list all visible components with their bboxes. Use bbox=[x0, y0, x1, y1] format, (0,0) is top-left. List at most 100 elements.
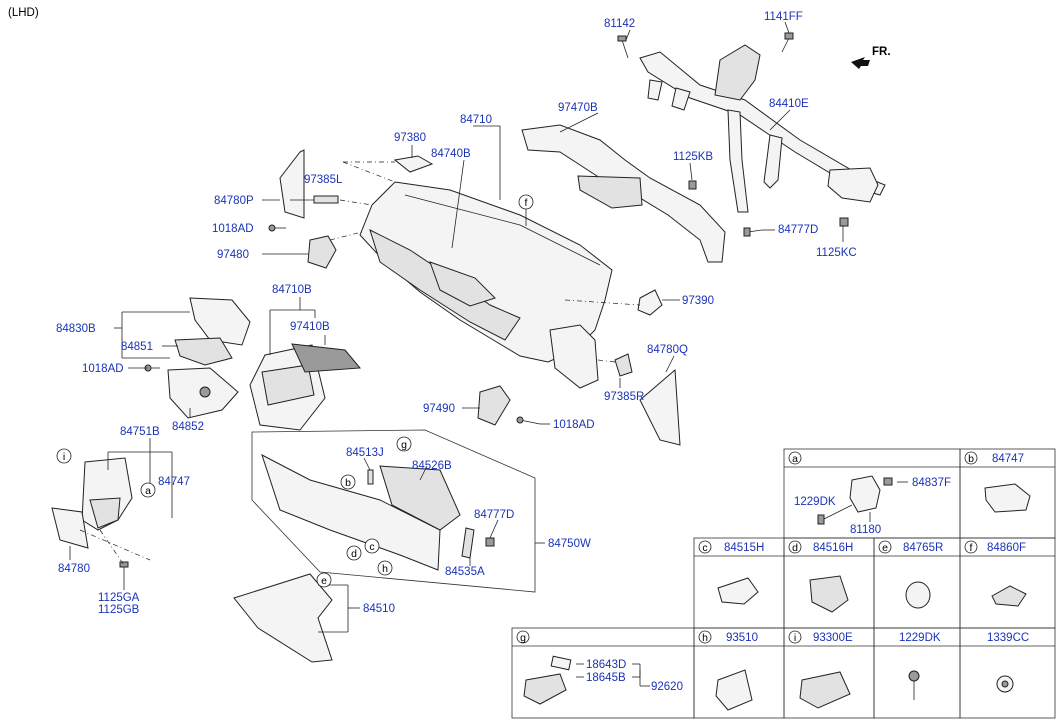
legend-g-header: g bbox=[516, 630, 530, 644]
callout-a: a bbox=[140, 482, 156, 498]
label-84510: 84510 bbox=[363, 603, 395, 615]
legend-j-part bbox=[908, 670, 920, 700]
svg-text:a: a bbox=[792, 453, 798, 465]
svg-text:i: i bbox=[794, 632, 796, 644]
legend-table: a b 84747 c 84515H d 84516H e 84765R f 8… bbox=[511, 448, 1056, 719]
legend-e-part bbox=[905, 581, 931, 609]
label-97385L: 97385L bbox=[304, 174, 343, 186]
label-97385R: 97385R bbox=[604, 391, 644, 403]
legend-d-part bbox=[809, 575, 849, 613]
bolt-84777D-lower bbox=[485, 537, 495, 547]
label-81142: 81142 bbox=[604, 18, 635, 30]
svg-text:b: b bbox=[345, 477, 351, 489]
callout-g: g bbox=[396, 436, 412, 452]
svg-text:h: h bbox=[382, 563, 388, 575]
legend-k-header: 1339CC bbox=[987, 632, 1029, 644]
bolt-1125KC bbox=[839, 217, 849, 227]
callout-i: i bbox=[56, 448, 72, 464]
legend-d-header: d 84516H bbox=[788, 540, 853, 554]
label-84852: 84852 bbox=[172, 421, 204, 433]
label-84780: 84780 bbox=[58, 563, 90, 575]
label-84410E: 84410E bbox=[769, 98, 809, 110]
svg-text:1229DK: 1229DK bbox=[794, 496, 836, 508]
svg-text:84747: 84747 bbox=[992, 453, 1024, 465]
label-1141FF: 1141FF bbox=[764, 11, 803, 23]
center-vent-97410B bbox=[291, 343, 362, 373]
label-84526B: 84526B bbox=[412, 460, 452, 472]
svg-text:84765R: 84765R bbox=[903, 542, 943, 554]
front-label: FR. bbox=[872, 46, 891, 58]
vent-97480 bbox=[307, 235, 337, 269]
svg-text:f: f bbox=[525, 197, 528, 209]
label-84747-main: 84747 bbox=[158, 476, 190, 488]
callout-d: d bbox=[346, 545, 362, 561]
label-84751B: 84751B bbox=[120, 426, 160, 438]
svg-text:92620: 92620 bbox=[651, 681, 683, 693]
callout-e: e bbox=[316, 572, 332, 588]
part-labels: 81142 1141FF 97470B 84410E 84710 97380 8… bbox=[56, 11, 857, 616]
label-84750W: 84750W bbox=[548, 538, 591, 550]
label-84780Q: 84780Q bbox=[647, 344, 688, 356]
legend-a-header: a bbox=[788, 451, 802, 465]
label-97470B: 97470B bbox=[558, 102, 598, 114]
svg-text:e: e bbox=[321, 575, 327, 587]
clip-97385L bbox=[313, 195, 339, 204]
legend-e-header: e 84765R bbox=[878, 540, 943, 554]
screw-1125GA bbox=[119, 561, 129, 582]
svg-text:g: g bbox=[520, 632, 526, 644]
cluster-fascia bbox=[167, 297, 251, 419]
legend-h-part bbox=[715, 669, 753, 711]
label-1125KC: 1125KC bbox=[816, 247, 857, 259]
label-84740B: 84740B bbox=[431, 148, 471, 160]
legend-i-part bbox=[799, 671, 851, 709]
label-97490: 97490 bbox=[423, 403, 455, 415]
label-97410B: 97410B bbox=[290, 321, 330, 333]
callout-h: h bbox=[377, 560, 393, 576]
front-arrow-icon bbox=[851, 57, 870, 69]
legend-f-header: f 84860F bbox=[964, 540, 1026, 554]
vent-97390 bbox=[637, 289, 663, 316]
clip-84513J bbox=[367, 469, 374, 485]
svg-text:f: f bbox=[970, 542, 973, 554]
damper-84535A bbox=[461, 527, 475, 559]
bolt-81142 bbox=[617, 35, 629, 59]
callout-c: c bbox=[364, 538, 380, 554]
legend-c-part bbox=[717, 577, 759, 605]
bolt-1018AD-upper bbox=[268, 224, 286, 232]
svg-text:i: i bbox=[63, 451, 65, 463]
leader-lines bbox=[69, 21, 908, 633]
label-84535A: 84535A bbox=[445, 566, 485, 578]
tweeter-97380 bbox=[393, 155, 434, 173]
label-84777D-lower: 84777D bbox=[474, 509, 514, 521]
svg-text:b: b bbox=[968, 453, 974, 465]
side-cover-84780P bbox=[279, 149, 305, 219]
svg-text:93300E: 93300E bbox=[813, 632, 853, 644]
bolt-1018AD-lower bbox=[516, 416, 541, 425]
legend-k-part bbox=[996, 675, 1014, 693]
vent-97490 bbox=[477, 385, 511, 426]
label-84830B: 84830B bbox=[56, 323, 96, 335]
legend-j-header: 1229DK bbox=[899, 632, 941, 644]
clip-97385R bbox=[614, 353, 633, 377]
svg-text:84860F: 84860F bbox=[987, 542, 1026, 554]
svg-text:93510: 93510 bbox=[726, 632, 758, 644]
label-84780P: 84780P bbox=[214, 195, 254, 207]
label-1125KB: 1125KB bbox=[673, 151, 713, 163]
svg-text:18643D: 18643D bbox=[586, 659, 626, 671]
svg-text:h: h bbox=[702, 632, 708, 644]
callouts: f b g c d h e i a bbox=[56, 194, 534, 588]
lhd-label: (LHD) bbox=[8, 7, 39, 19]
cover-84780 bbox=[51, 507, 89, 549]
label-97390: 97390 bbox=[682, 295, 714, 307]
glove-box-84510 bbox=[233, 573, 333, 663]
svg-text:84516H: 84516H bbox=[813, 542, 853, 554]
label-97380: 97380 bbox=[394, 132, 426, 144]
legend-i-header: i 93300E bbox=[788, 630, 853, 644]
svg-text:81180: 81180 bbox=[850, 524, 881, 536]
label-84777D-upper: 84777D bbox=[778, 224, 818, 236]
bolt-84777D-upper bbox=[743, 227, 763, 237]
svg-text:d: d bbox=[351, 548, 357, 560]
svg-text:e: e bbox=[882, 542, 888, 554]
legend-g-parts: 18643D 18645B 92620 bbox=[523, 655, 683, 705]
